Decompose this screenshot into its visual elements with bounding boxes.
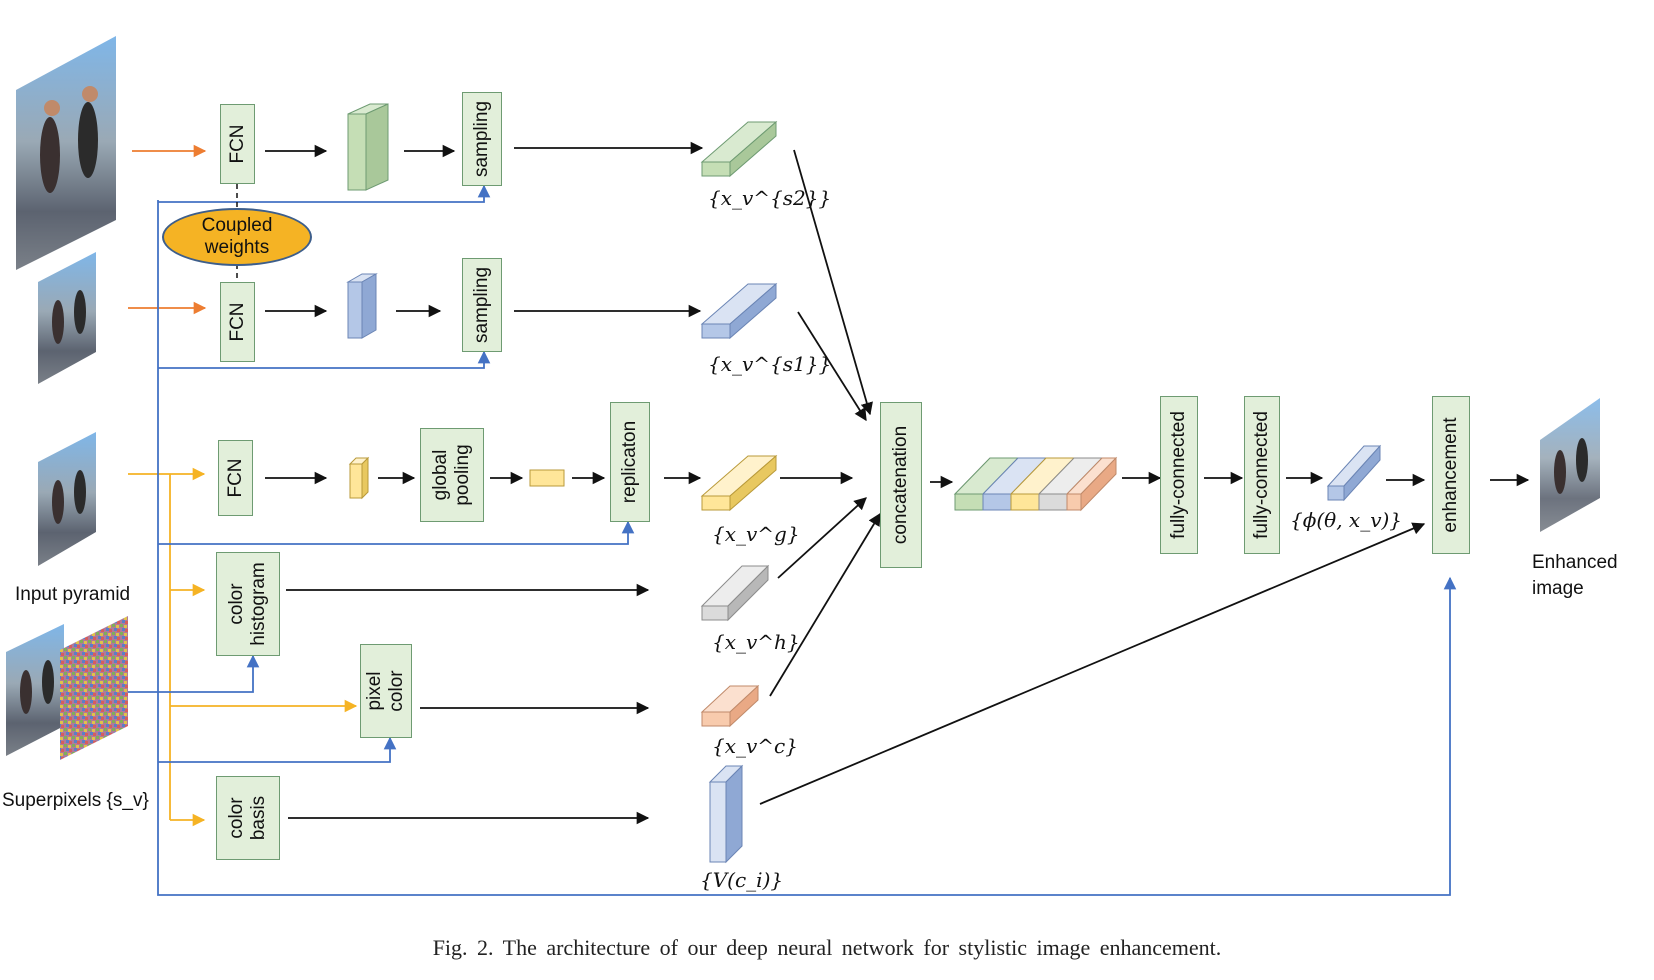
color-basis-box: color basis (216, 776, 280, 860)
black-arrows (265, 141, 1530, 825)
superpixel-map (60, 616, 128, 760)
fcn-box-bottom: FCN (218, 440, 253, 516)
feature-bar-s2 (700, 120, 778, 178)
enhanced-photo (1540, 398, 1600, 532)
color-basis-label: color basis (226, 795, 269, 841)
concatenation-box: concatenation (880, 402, 922, 568)
concatenated-feature (953, 456, 1118, 512)
sampling-box-top: sampling (462, 92, 502, 186)
input-photo-medium (38, 252, 96, 384)
feature-label-phi: {ϕ(θ, x_v)} (1290, 508, 1403, 532)
feature-label-s1: {x_v^{s1}} (708, 352, 832, 376)
output-parameter-block (1326, 444, 1382, 502)
fully-connected-label-1: fully-connected (1168, 411, 1189, 539)
superpixel-photo (6, 624, 64, 756)
feature-map-yellow-small (348, 456, 370, 500)
replication-label: replicaton (619, 420, 640, 504)
coupled-weights-ellipse: Coupled weights (162, 208, 312, 266)
fcn-label-bottom: FCN (224, 458, 246, 498)
global-pooling-label: global pooling (430, 444, 473, 506)
feature-label-g: {x_v^g} (712, 522, 800, 546)
fully-connected-box-2: fully-connected (1244, 396, 1280, 554)
pooled-vector (529, 469, 565, 487)
figure-caption: Fig. 2. The architecture of our deep neu… (432, 935, 1222, 960)
feature-map-green (347, 103, 389, 191)
color-histogram-label: color histogram (226, 562, 269, 646)
blue-superpixel-lines (128, 184, 1457, 896)
color-histogram-box: color histogram (216, 552, 280, 656)
fully-connected-box-1: fully-connected (1160, 396, 1198, 554)
input-photo-small (38, 432, 96, 566)
fcn-label-middle: FCN (226, 302, 248, 342)
pixel-color-box: pixel color (360, 644, 412, 738)
fcn-label-top: FCN (226, 124, 248, 164)
pixel-color-label: pixel color (364, 670, 407, 712)
fully-connected-label-2: fully-connected (1251, 411, 1272, 539)
feature-bar-vci (708, 764, 744, 864)
sampling-box-middle: sampling (462, 258, 502, 352)
fcn-box-middle: FCN (220, 282, 255, 362)
input-photo-large (16, 36, 116, 270)
feature-bar-c (700, 684, 760, 728)
enhancement-label: enhancement (1440, 417, 1461, 533)
feature-bar-s1 (700, 282, 778, 340)
enhancement-box: enhancement (1432, 396, 1470, 554)
superpixels-label: Superpixels {s_v} (2, 790, 149, 811)
feature-label-vci: {V(c_i)} (700, 868, 784, 892)
feature-label-h: {x_v^h} (712, 630, 800, 654)
concatenation-label: concatenation (890, 425, 911, 545)
feature-label-s2: {x_v^{s2}} (708, 186, 832, 210)
global-pooling-box: global pooling (420, 428, 484, 522)
feature-label-c: {x_v^c} (712, 734, 798, 758)
input-pyramid-label: Input pyramid (15, 584, 131, 605)
replication-box: replicaton (610, 402, 650, 522)
feature-map-blue (346, 273, 378, 339)
fcn-box-top: FCN (220, 104, 255, 184)
sampling-label-top: sampling (471, 100, 492, 178)
sampling-label-middle: sampling (471, 266, 492, 344)
feature-bar-h (700, 564, 770, 622)
enhanced-image-label: Enhanced image (1532, 552, 1618, 599)
feature-bar-g (700, 454, 778, 512)
